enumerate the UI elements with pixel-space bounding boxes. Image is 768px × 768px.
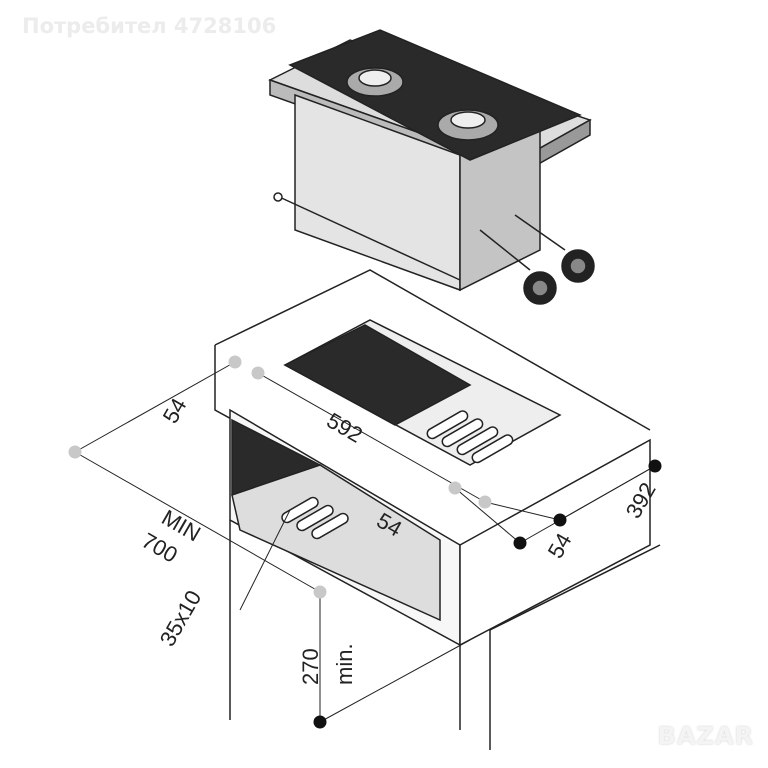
dim-height-value: 270 [298,648,323,685]
worktop-cutout [214,269,661,750]
dim-slot-size: 35x10 [155,586,207,650]
bazar-logo: BAZAR [657,722,754,750]
dim-left-offset: 54 [158,394,192,428]
dim-height-label: min. [332,643,357,685]
dimension-points [68,355,662,729]
gas-hob-unit [268,29,595,305]
dimension-lines [74,361,656,723]
watermark: Потребител 4728106 [22,14,277,38]
vent-slots [281,410,514,540]
